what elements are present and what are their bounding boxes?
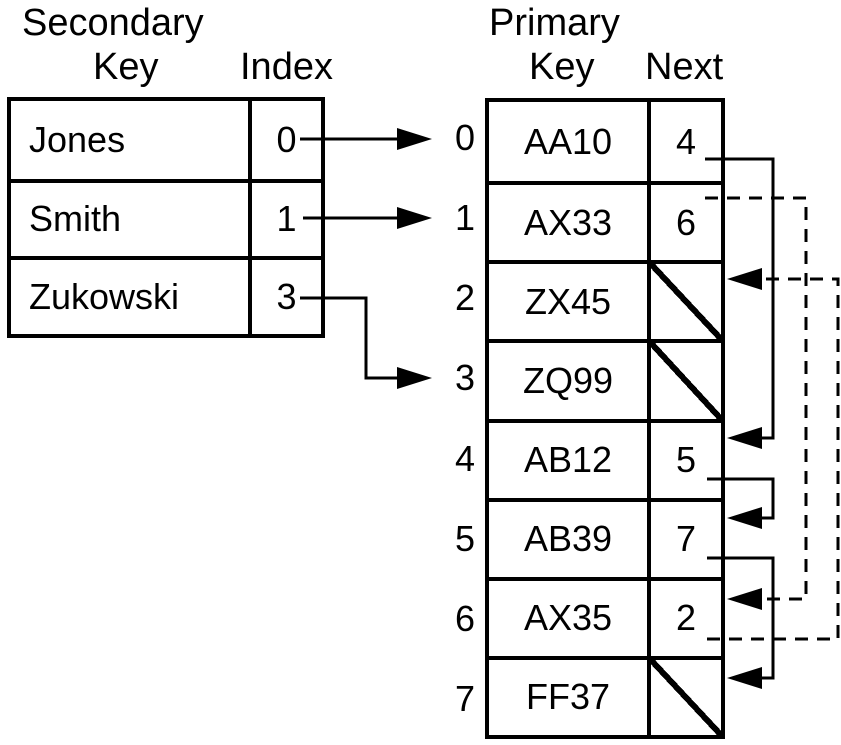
arrow-left-icon (727, 268, 762, 290)
arrow-left-icon (727, 427, 762, 449)
secondary-key-cell: Jones (29, 118, 126, 160)
link-next-slot6-to-slot2 (707, 268, 840, 641)
primary-key-cell: ZX45 (489, 260, 647, 339)
arrow-right-icon (397, 367, 432, 389)
secondary-key-cell: Zukowski (11, 256, 248, 334)
secondary-index-cell: 1 (248, 178, 321, 257)
primary-slot-labels: 0 1 2 3 4 5 6 7 (430, 98, 475, 739)
primary-key-table: AA10 4 AX33 6 ZX45 ZQ99 AB12 5 AB39 7 AX… (485, 98, 725, 739)
arrow-right-icon (397, 207, 432, 229)
primary-key-header: Key (529, 46, 595, 88)
primary-next-cell: 4 (647, 102, 721, 182)
secondary-key-header: Key (93, 46, 159, 88)
primary-key-cell: ZQ99 (489, 339, 647, 418)
secondary-index-cell: 0 (248, 101, 321, 179)
primary-next-cell: 6 (647, 181, 721, 261)
primary-key-cell: AA10 (523, 120, 613, 162)
slot-label: 5 (454, 517, 475, 559)
primary-key-cell: AX33 (489, 181, 647, 260)
slot-label: 1 (454, 197, 475, 239)
arrow-right-icon (397, 128, 432, 150)
secondary-index-cell: 3 (248, 256, 321, 334)
slot-label: 0 (454, 117, 475, 159)
primary-next-header: Next (645, 46, 724, 88)
secondary-table-title: Secondary (22, 2, 204, 44)
primary-next-cell: 7 (647, 497, 721, 577)
slot-label: 2 (454, 277, 475, 319)
arrow-left-icon (727, 667, 762, 689)
slot-label: 7 (454, 677, 475, 719)
primary-next-cell-null (647, 339, 721, 419)
primary-next-cell-null (647, 260, 721, 340)
primary-key-cell: AX35 (489, 576, 647, 656)
primary-next-cell: 2 (647, 576, 721, 656)
primary-next-cell-null (647, 655, 721, 735)
slot-label: 4 (454, 437, 475, 479)
slot-label: 6 (454, 597, 475, 639)
slot-label: 3 (454, 357, 475, 399)
primary-key-cell: FF37 (489, 655, 647, 735)
secondary-index-header: Index (240, 46, 333, 88)
primary-next-cell: 5 (647, 418, 721, 498)
primary-table-title: Primary (489, 2, 620, 44)
arrow-left-icon (727, 507, 762, 529)
secondary-key-cell: Smith (11, 178, 248, 257)
arrow-left-icon (727, 588, 762, 610)
secondary-key-table: Jones 0 Smith 1 Zukowski 3 (7, 97, 325, 338)
primary-key-cell: AB39 (489, 497, 647, 577)
primary-key-cell: AB12 (489, 418, 647, 498)
